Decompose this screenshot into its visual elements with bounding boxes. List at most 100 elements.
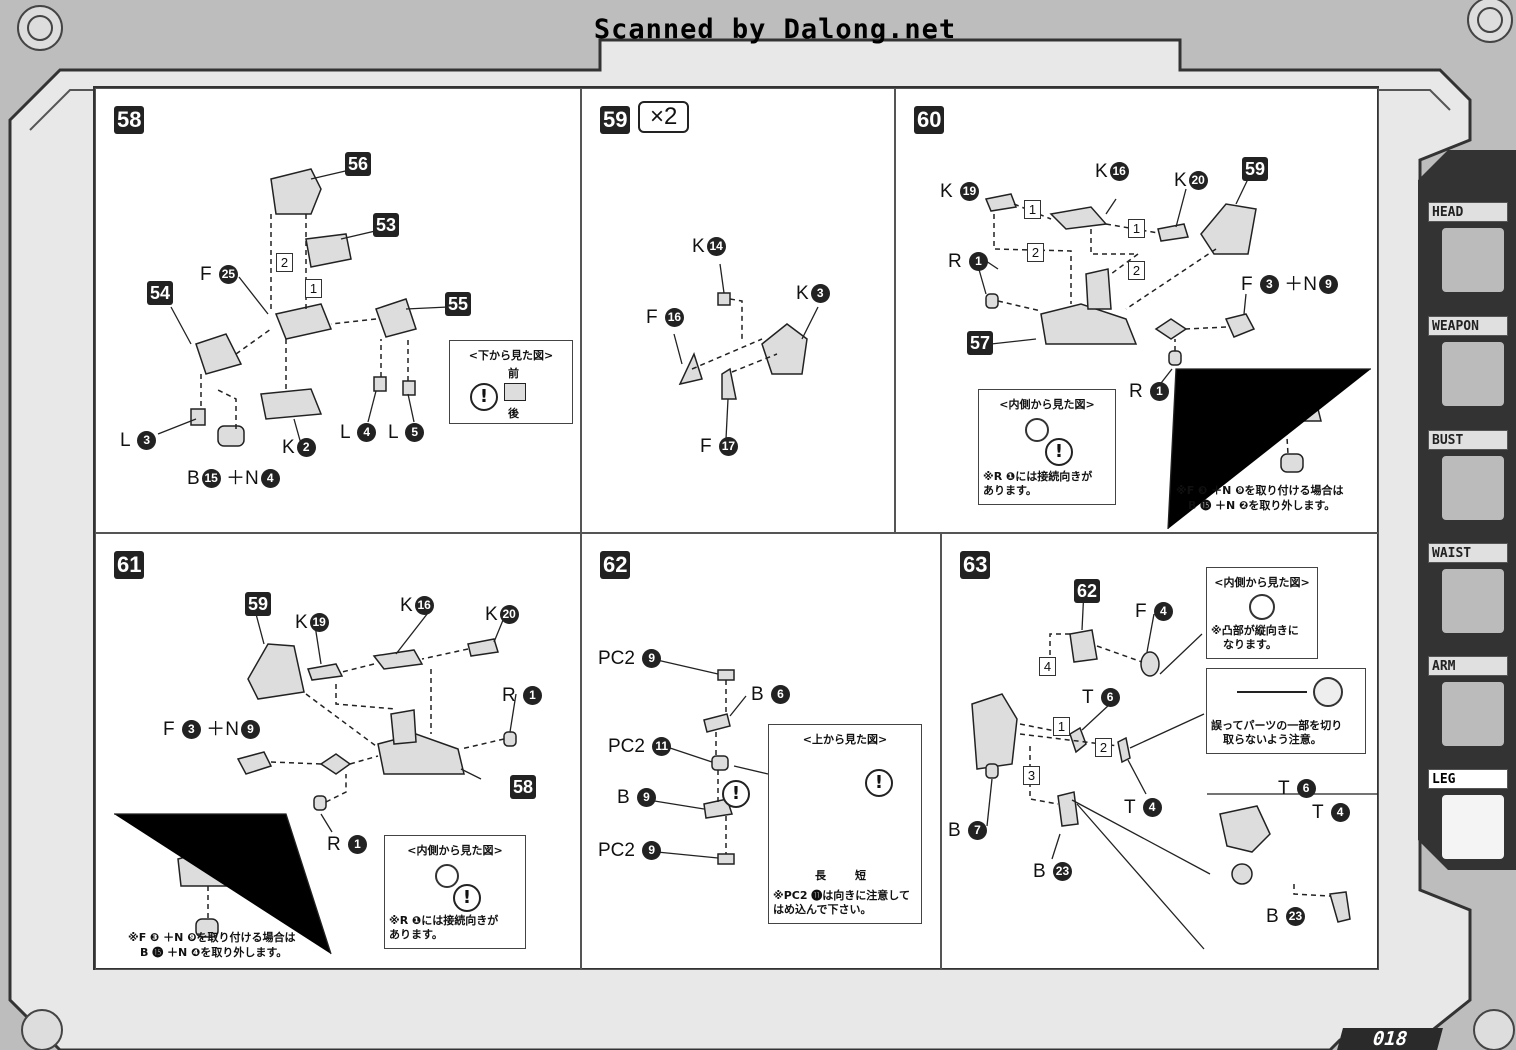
part-number-badge: 4 [1142, 798, 1162, 818]
part-label: F 25 [200, 264, 238, 286]
step-60-diagram [975, 178, 1371, 530]
step-59-diagram [673, 263, 819, 440]
part-text: ＋ [225, 468, 245, 489]
part-number-badge: 6 [1296, 779, 1316, 799]
part-text: K [400, 595, 413, 616]
part-number-badge: 23 [1052, 862, 1072, 882]
note-text: ※R ❶には接続向きが [983, 470, 1093, 483]
part-label: B 6 [751, 684, 790, 706]
note-text: <内側から見た図> [1214, 576, 1310, 589]
tab-waist[interactable]: WAIST [1428, 543, 1508, 643]
order-mark: 1 [1128, 219, 1145, 238]
part-number-badge: 14 [706, 237, 726, 257]
tab-arm[interactable]: ARM [1428, 656, 1508, 756]
part-number-badge: 20 [1188, 171, 1208, 191]
part-text: PC2 [598, 648, 635, 669]
order-mark: 3 [1023, 766, 1040, 785]
part-number-badge: 19 [309, 613, 329, 633]
note-text: あります。 [983, 484, 1037, 497]
part-text: PC2 [598, 840, 635, 861]
part-tag: 54 [147, 281, 174, 305]
bottom-view-note: <下から見た図> 前 後 ! [449, 340, 573, 424]
part-label: L 3 [120, 430, 157, 452]
part-sketch [435, 864, 459, 888]
part-text: F [700, 436, 712, 457]
step-number: 62 [600, 551, 631, 579]
part-text: K [282, 437, 295, 458]
caution-icon: ! [865, 769, 893, 797]
caution-icon: ! [1045, 438, 1073, 466]
step-58-diagram [157, 168, 449, 447]
order-mark: 1 [1053, 717, 1070, 736]
part-sketch [504, 383, 526, 401]
part-number-badge: 25 [218, 265, 238, 285]
part-tag: 57 [967, 331, 994, 355]
part-number-badge: 19 [959, 182, 979, 202]
order-mark: 2 [1128, 261, 1145, 280]
part-label: PC2 9 [598, 648, 662, 670]
part-text: N [225, 719, 239, 740]
part-label: PC2 11 [608, 736, 672, 758]
arm-part-icon [1440, 680, 1506, 748]
bust-part-icon [1440, 454, 1506, 522]
head-part-icon [1440, 226, 1506, 294]
part-tag: 59 [245, 592, 272, 616]
part-label: K 19 [940, 181, 979, 203]
part-text: T [1278, 778, 1290, 799]
note-text: なります。 [1223, 638, 1277, 651]
tab-label: HEAD [1428, 202, 1508, 222]
part-number-badge: 9 [642, 841, 662, 861]
part-number-badge: 16 [1109, 162, 1129, 182]
part-text: PC2 [608, 736, 645, 757]
part-sketch [1025, 418, 1049, 442]
note-text: 後 [508, 407, 519, 420]
note-text: B ⓯ ＋N ❹を取り外します。 [140, 946, 288, 959]
step-62-panel: 62 PC2 9 B 6 PC2 11 B 9 PC2 9 ! <上から見た図>… [581, 533, 941, 970]
part-text: F [1135, 601, 1147, 622]
order-mark: 2 [1095, 738, 1112, 757]
part-label: B 7 [948, 820, 987, 842]
part-number-badge: 1 [969, 252, 989, 272]
part-number-badge: 1 [523, 686, 543, 706]
order-mark: 4 [1039, 657, 1056, 676]
step-number: 59 [600, 106, 631, 134]
order-mark: 1 [1024, 200, 1041, 219]
step-number: 61 [114, 551, 145, 579]
sidebar: HEAD WEAPON BUST WAIST ARM LEG [1418, 150, 1516, 870]
part-text: F [1241, 274, 1253, 295]
part-label: T 4 [1312, 802, 1350, 824]
part-text: T [1124, 797, 1136, 818]
part-number-badge: 9 [1318, 275, 1338, 295]
part-text: F [163, 719, 175, 740]
part-tag: 62 [1074, 579, 1101, 603]
order-mark: 2 [1027, 243, 1044, 262]
note-text: 長 [815, 869, 826, 882]
part-number-badge: 1 [348, 835, 368, 855]
part-text: K [692, 236, 705, 257]
part-text: K [295, 612, 308, 633]
part-number-badge: 6 [1100, 688, 1120, 708]
note-text: はめ込んで下さい。 [773, 903, 872, 916]
part-label: T 6 [1082, 687, 1120, 709]
part-number-badge: 23 [1285, 907, 1305, 927]
note-text: <上から見た図> [802, 733, 888, 746]
caution-icon: ! [470, 383, 498, 411]
tab-head[interactable]: HEAD [1428, 202, 1508, 302]
part-text: L [340, 422, 350, 443]
part-number-badge: 11 [652, 737, 672, 757]
tab-label: ARM [1428, 656, 1508, 676]
tab-weapon[interactable]: WEAPON [1428, 316, 1508, 416]
part-label: R 1 [502, 685, 543, 707]
part-label: T 4 [1124, 797, 1162, 819]
part-number-badge: 4 [1330, 803, 1350, 823]
tab-bust[interactable]: BUST [1428, 430, 1508, 530]
tab-leg[interactable]: LEG [1428, 769, 1508, 869]
part-label: B 9 [617, 787, 656, 809]
part-number-badge: 9 [240, 720, 260, 740]
